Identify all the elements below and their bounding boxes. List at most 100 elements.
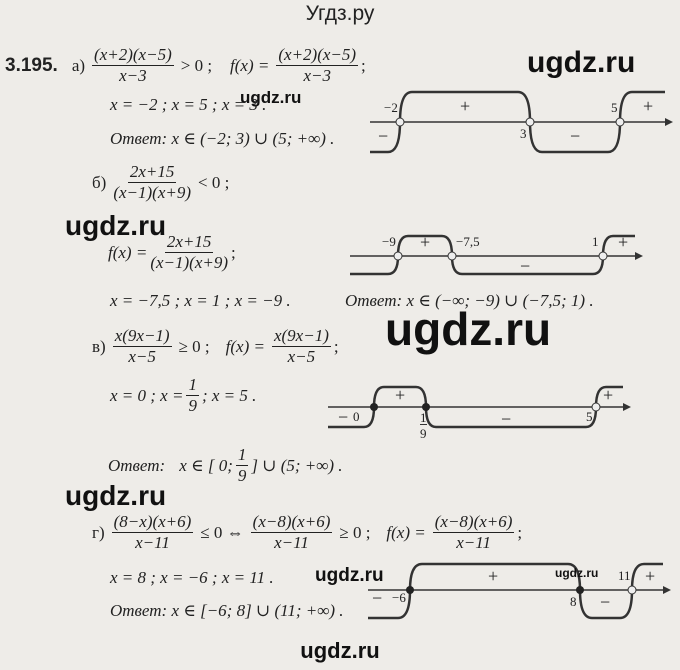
sign: − — [378, 126, 389, 146]
sign: + — [488, 566, 499, 586]
numerator: (x−8)(x+6) — [250, 512, 333, 533]
answer-label: Ответ: — [110, 601, 168, 620]
sign-chart-g: −6 8 11 − + − + — [368, 562, 671, 622]
relation: < 0 ; — [198, 172, 230, 192]
fraction: (x−8)(x+6)x−11 — [432, 512, 515, 553]
site-title: Угдз.ру — [305, 2, 375, 25]
roots-text: ; x = 5 . — [201, 385, 257, 405]
answer-label: Ответ: — [345, 291, 403, 310]
sign: + — [395, 385, 406, 405]
denominator: (x−1)(x+9) — [150, 253, 228, 272]
root-label: 5 — [586, 409, 593, 424]
function-label: f(x) = — [108, 242, 148, 262]
semicolon: ; — [361, 55, 366, 75]
watermark: ugdz.ru — [240, 88, 302, 107]
fraction: 2x+15(x−1)(x+9) — [150, 232, 228, 273]
relation: ≤ 0 ⇔ — [200, 522, 244, 542]
sign: + — [603, 385, 614, 405]
answer-label: Ответ: — [110, 129, 168, 148]
fraction: x(9x−1)x−5 — [112, 326, 172, 367]
answer: Ответ: x ∈ (−2; 3) ∪ (5; +∞) . — [110, 129, 334, 149]
part-label: а) — [71, 55, 86, 75]
watermark: ugdz.ru — [385, 303, 552, 355]
denominator: x−5 — [287, 347, 316, 366]
sign: − — [501, 409, 512, 429]
semicolon: ; — [333, 336, 339, 356]
part-g-inequality: г) (8−x)(x+6)x−11 ≤ 0 ⇔ (x−8)(x+6)x−11 ≥… — [88, 512, 522, 553]
answer-value: x ∈ (−2; 3) ∪ (5; +∞) . — [171, 129, 335, 148]
denominator: x−11 — [274, 533, 309, 552]
denominator: 9 — [237, 466, 247, 485]
numerator: (x+2)(x−5) — [92, 45, 174, 66]
watermark: ugdz.ru — [65, 480, 167, 511]
root-label: 5 — [611, 100, 618, 115]
sign: − — [372, 588, 383, 608]
root-label: 1 — [420, 410, 427, 425]
root-label: 8 — [570, 594, 577, 609]
sign: + — [645, 566, 656, 586]
sign-chart-a: −2 3 5 − + − + — [370, 86, 673, 156]
part-b-function: f(x) = 2x+15(x−1)(x+9) ; — [108, 232, 236, 273]
denominator: (x−1)(x+9) — [113, 183, 191, 202]
footer-site: ugdz.ru — [300, 638, 380, 663]
denominator: x−11 — [135, 533, 170, 552]
sign-curve — [370, 90, 673, 154]
fraction: 2x+15(x−1)(x+9) — [113, 162, 191, 203]
sign: − — [338, 407, 349, 427]
sign-curve — [368, 562, 671, 620]
function-label: f(x) = — [230, 55, 270, 75]
roots-text: x = 0 ; x = — [110, 385, 184, 405]
function-label: f(x) = — [386, 522, 426, 542]
answer-label: Ответ: — [108, 455, 166, 475]
roots: x = 8 ; x = −6 ; x = 11 . — [110, 568, 274, 587]
sign-curve — [328, 385, 631, 429]
watermark: ugdz.ru — [65, 210, 167, 241]
fraction: x(9x−1)x−5 — [271, 326, 331, 367]
answer-value: x ∈ [ 0; — [179, 455, 233, 475]
sign: + — [618, 232, 629, 252]
sign: + — [460, 96, 471, 116]
sign-chart-v: 0 1 9 5 − + − + — [328, 385, 631, 441]
fraction: (x+2)(x−5)x−3 — [276, 45, 359, 86]
denominator: x−3 — [119, 66, 147, 85]
root-label: −2 — [384, 100, 398, 115]
sign-chart-b: −9 −7,5 1 + − + — [350, 232, 643, 277]
relation: ≥ 0 ; — [339, 522, 371, 542]
answer: Ответ: x ∈ (−∞; −9) ∪ (−7,5; 1) . — [345, 291, 594, 311]
watermark: ugdz.ru — [527, 46, 636, 79]
denominator: x−3 — [303, 66, 331, 85]
semicolon: ; — [517, 522, 523, 542]
fraction: (x−8)(x+6)x−11 — [250, 512, 333, 553]
part-a-inequality: 3.195. а) (x+2)(x−5)x−3 > 0 ; f(x) = (x+… — [5, 45, 366, 86]
denominator: x−11 — [456, 533, 491, 552]
numerator: 2x+15 — [164, 232, 214, 253]
sign: − — [570, 126, 581, 146]
sign: − — [520, 256, 531, 276]
root-label: 0 — [353, 409, 360, 424]
numerator: x(9x−1) — [271, 326, 331, 347]
sign: − — [600, 592, 611, 612]
problem-number: 3.195. — [5, 54, 58, 76]
part-v-inequality: в) x(9x−1)x−5 ≥ 0 ; f(x) = x(9x−1)x−5 ; — [88, 326, 339, 367]
root-label: −7,5 — [456, 234, 480, 249]
relation: ≥ 0 ; — [178, 336, 210, 356]
answer-value: ] ∪ (5; +∞) . — [251, 455, 343, 475]
function-label: f(x) = — [225, 336, 265, 356]
root-label: −9 — [382, 234, 396, 249]
numerator: (x−8)(x+6) — [432, 512, 515, 533]
part-label: г) — [92, 522, 105, 542]
semicolon: ; — [231, 242, 236, 262]
part-label: б) — [92, 172, 107, 192]
denominator: x−5 — [128, 347, 156, 366]
numerator: (8−x)(x+6) — [111, 512, 194, 533]
roots: x = −2 ; x = 5 ; x = 3 . — [110, 95, 267, 114]
denominator: 9 — [188, 396, 197, 415]
sign: + — [420, 232, 431, 252]
part-b-inequality: б) 2x+15(x−1)(x+9) < 0 ; — [88, 162, 233, 203]
relation: > 0 ; — [180, 55, 213, 75]
